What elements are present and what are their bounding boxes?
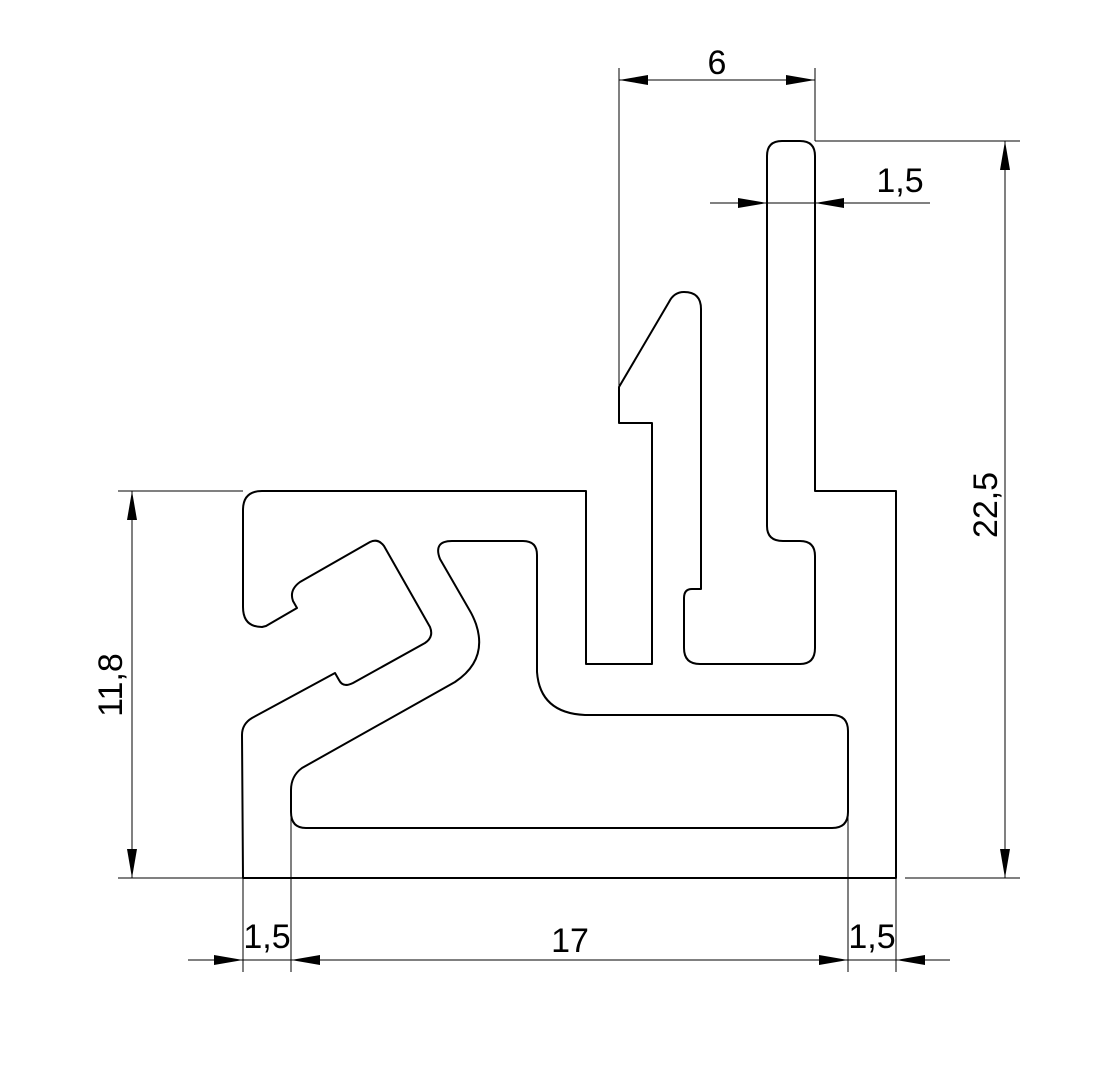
arrowhead bbox=[819, 955, 848, 965]
dim-label-top-width: 6 bbox=[708, 44, 727, 82]
dim-label-bottom-left-wall: 1,5 bbox=[243, 918, 290, 956]
arrowhead bbox=[1000, 141, 1010, 170]
profile-outer-contour bbox=[241, 140, 897, 879]
arrowhead bbox=[214, 955, 243, 965]
arrowhead bbox=[127, 491, 137, 520]
arrowhead bbox=[619, 75, 648, 85]
arrowhead bbox=[896, 955, 925, 965]
arrowhead bbox=[738, 198, 767, 208]
arrowhead bbox=[291, 955, 320, 965]
profile-inner-hollow bbox=[290, 540, 849, 829]
dim-label-left-height: 11,8 bbox=[92, 653, 130, 717]
dim-label-top-wall: 1,5 bbox=[876, 162, 923, 200]
arrowhead bbox=[786, 75, 815, 85]
arrowhead bbox=[127, 849, 137, 878]
arrowhead bbox=[1000, 849, 1010, 878]
arrowhead bbox=[815, 198, 844, 208]
dim-label-bottom-right-wall: 1,5 bbox=[848, 918, 895, 956]
dim-label-bottom-inner: 17 bbox=[551, 922, 589, 960]
dim-label-total-height: 22,5 bbox=[967, 472, 1005, 538]
